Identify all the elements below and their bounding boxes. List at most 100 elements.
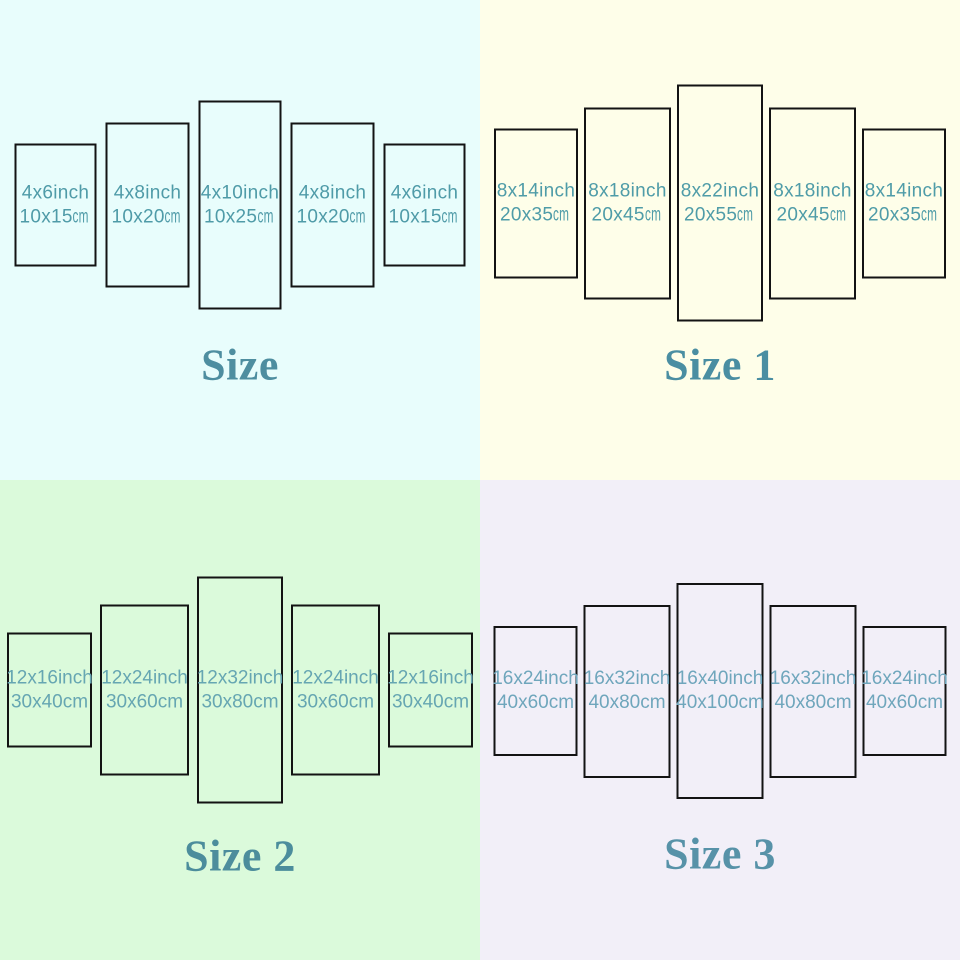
panel-row: 8x14inch 20x35cm 8x18inch 20x45cm 8x22in… xyxy=(494,84,946,322)
cm-unit: cm xyxy=(921,204,938,225)
panel-cm-size: 40x60cm xyxy=(496,692,575,713)
panel-size-label: 4x6inch 10x15cm xyxy=(389,181,461,229)
canvas-panel-5: 8x14inch 20x35cm xyxy=(862,128,946,278)
panel-size-label: 12x16inch 30x40cm xyxy=(387,666,474,714)
panel-inch-size: 8x14inch xyxy=(864,180,944,201)
size-chart-size1: 8x14inch 20x35cm 8x18inch 20x45cm 8x22in… xyxy=(480,0,960,480)
panel-size-label: 8x18inch 20x45cm xyxy=(773,179,851,227)
panel-cm-size: 30x40cm xyxy=(10,691,89,712)
cm-unit: cm xyxy=(829,204,846,225)
panel-row: 12x16inch 30x40cm 12x24inch 30x60cm 12x3… xyxy=(6,576,474,804)
cm-unit: cm xyxy=(640,692,666,713)
canvas-panel-2: 12x24inch 30x60cm xyxy=(100,604,189,776)
cm-unit: cm xyxy=(738,692,764,713)
canvas-panel-1: 8x14inch 20x35cm xyxy=(494,128,578,278)
cm-unit: cm xyxy=(253,691,279,712)
canvas-panel-3: 8x22inch 20x55cm xyxy=(677,84,763,322)
size-chart-title: Size 2 xyxy=(184,831,296,881)
size-chart-title: Size xyxy=(201,340,279,390)
panel-cm-size: 40x80cm xyxy=(588,692,666,713)
panel-cm-size: 20x55cm xyxy=(684,204,754,225)
cm-unit: cm xyxy=(62,691,89,712)
cm-unit: cm xyxy=(349,206,366,227)
panel-cm-size: 20x45cm xyxy=(591,204,661,225)
canvas-panel-3: 4x10inch 10x25cm xyxy=(198,100,282,310)
panel-size-label: 4x6inch 10x15cm xyxy=(20,181,92,229)
panel-inch-size: 12x24inch xyxy=(292,667,379,688)
cm-unit: cm xyxy=(826,692,852,713)
panel-size-label: 4x8inch 10x20cm xyxy=(112,181,184,229)
panel-size-label: 12x24inch 30x60cm xyxy=(292,666,379,714)
panel-inch-size: 4x10inch xyxy=(200,182,280,203)
canvas-panel-2: 8x18inch 20x45cm xyxy=(584,107,671,299)
canvas-panel-2: 4x8inch 10x20cm xyxy=(105,122,190,288)
canvas-panel-3: 12x32inch 30x80cm xyxy=(197,576,284,804)
panel-cm-size: 20x35cm xyxy=(868,204,938,225)
canvas-panel-1: 4x6inch 10x15cm xyxy=(14,143,97,267)
canvas-panel-1: 12x16inch 30x40cm xyxy=(6,632,93,748)
panel-cm-size: 10x20cm xyxy=(111,206,181,227)
cm-unit: cm xyxy=(348,691,375,712)
cm-unit: cm xyxy=(257,206,274,227)
panel-inch-size: 4x8inch xyxy=(113,182,182,203)
panel-cm-size: 10x15cm xyxy=(19,206,89,227)
canvas-panel-5: 16x24inch 40x60cm xyxy=(861,626,948,756)
panel-size-label: 12x24inch 30x60cm xyxy=(101,666,188,714)
canvas-panel-2: 16x32inch 40x80cm xyxy=(583,604,671,778)
size-chart-title: Size 1 xyxy=(664,340,776,390)
canvas-panel-4: 8x18inch 20x45cm xyxy=(769,107,856,299)
canvas-panel-3: 16x40inch 40x100cm xyxy=(676,583,764,799)
panel-row: 4x6inch 10x15cm 4x8inch 10x20cm 4x10inch… xyxy=(14,100,466,310)
panel-cm-size: 30x40cm xyxy=(391,691,470,712)
canvas-panel-5: 4x6inch 10x15cm xyxy=(383,143,466,267)
panel-size-label: 16x32inch 40x80cm xyxy=(584,667,671,715)
size-chart-default: 4x6inch 10x15cm 4x8inch 10x20cm 4x10inch… xyxy=(0,0,480,480)
panel-inch-size: 12x16inch xyxy=(6,667,93,688)
cm-unit: cm xyxy=(164,206,181,227)
canvas-panel-5: 12x16inch 30x40cm xyxy=(387,632,474,748)
cm-unit: cm xyxy=(644,204,661,225)
panel-inch-size: 12x16inch xyxy=(387,667,474,688)
panel-cm-size: 40x80cm xyxy=(774,692,852,713)
size-chart-size2: 12x16inch 30x40cm 12x24inch 30x60cm 12x3… xyxy=(0,480,480,960)
panel-size-label: 16x24inch 40x60cm xyxy=(492,667,579,715)
cm-unit: cm xyxy=(737,204,754,225)
canvas-panel-4: 16x32inch 40x80cm xyxy=(769,604,857,778)
panel-cm-size: 20x45cm xyxy=(776,204,846,225)
panel-inch-size: 8x18inch xyxy=(773,180,852,201)
panel-inch-size: 16x32inch xyxy=(769,668,857,689)
cm-unit: cm xyxy=(157,691,184,712)
panel-cm-size: 10x20cm xyxy=(296,206,366,227)
panel-size-label: 8x18inch 20x45cm xyxy=(588,179,666,227)
panel-size-label: 8x22inch 20x55cm xyxy=(681,179,759,227)
panel-cm-size: 40x60cm xyxy=(865,692,944,713)
panel-inch-size: 12x24inch xyxy=(101,667,188,688)
panel-inch-size: 8x18inch xyxy=(588,180,667,201)
panel-inch-size: 16x24inch xyxy=(492,668,579,689)
cm-unit: cm xyxy=(917,692,944,713)
panel-size-label: 8x14inch 20x35cm xyxy=(497,179,575,227)
panel-cm-size: 20x35cm xyxy=(500,204,570,225)
panel-inch-size: 12x32inch xyxy=(196,667,284,688)
panel-row: 16x24inch 40x60cm 16x32inch 40x80cm 16x4… xyxy=(492,583,948,799)
panel-size-label: 4x8inch 10x20cm xyxy=(297,181,369,229)
cm-unit: cm xyxy=(72,206,89,227)
panel-cm-size: 30x80cm xyxy=(201,691,279,712)
panel-inch-size: 8x22inch xyxy=(680,180,760,201)
panel-size-label: 16x24inch 40x60cm xyxy=(861,667,948,715)
panel-size-label: 4x10inch 10x25cm xyxy=(201,181,279,229)
size-chart-title: Size 3 xyxy=(664,829,776,879)
canvas-panel-4: 12x24inch 30x60cm xyxy=(291,604,380,776)
panel-cm-size: 30x60cm xyxy=(105,691,184,712)
canvas-panel-1: 16x24inch 40x60cm xyxy=(492,626,579,756)
panel-inch-size: 4x8inch xyxy=(298,182,367,203)
panel-inch-size: 4x6inch xyxy=(21,182,90,203)
size-chart-size3: 16x24inch 40x60cm 16x32inch 40x80cm 16x4… xyxy=(480,480,960,960)
panel-cm-size: 10x15cm xyxy=(388,206,458,227)
panel-inch-size: 4x6inch xyxy=(390,182,459,203)
panel-size-label: 12x32inch 30x80cm xyxy=(197,666,284,714)
cm-unit: cm xyxy=(548,692,575,713)
panel-inch-size: 16x32inch xyxy=(583,668,671,689)
cm-unit: cm xyxy=(441,206,458,227)
